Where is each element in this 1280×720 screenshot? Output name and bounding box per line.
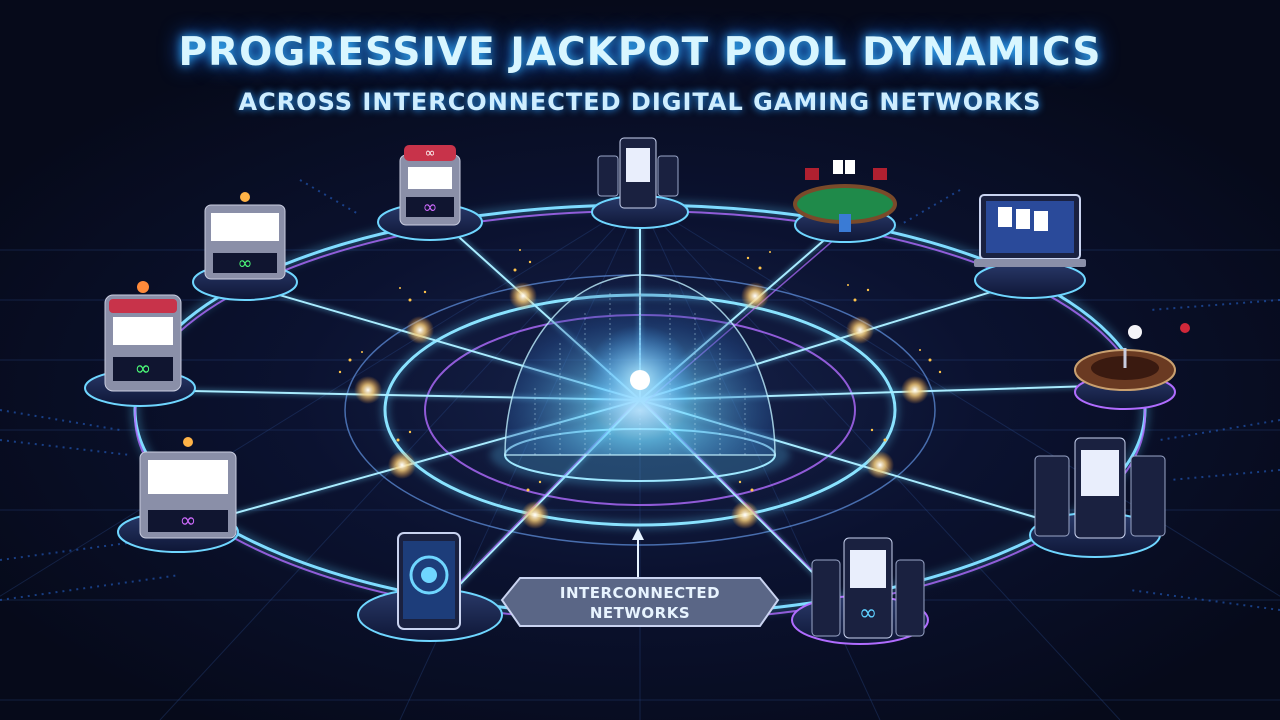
roulette-wheel-icon — [1074, 323, 1190, 391]
svg-text:∞: ∞ — [859, 601, 877, 626]
mobile-cards-icon: ∞ — [811, 537, 925, 639]
slot-machine-icon: ∞ — [139, 437, 237, 539]
page-title: PROGRESSIVE JACKPOT POOL DYNAMICS — [178, 30, 1102, 75]
interconnected-networks-callout — [500, 528, 780, 627]
mobile-cards-icon — [597, 137, 679, 209]
slot-machine-icon: ∞ — [104, 281, 182, 392]
glowing-data-dome-icon — [490, 274, 790, 487]
svg-text:∞: ∞ — [425, 146, 436, 161]
slot-machine-icon: ∞ ∞ — [399, 145, 461, 226]
svg-text:∞: ∞ — [238, 253, 253, 274]
page-subtitle: ACROSS INTERCONNECTED DIGITAL GAMING NET… — [238, 88, 1042, 116]
sparkles — [338, 249, 942, 492]
poker-table-icon — [793, 160, 897, 232]
mobile-cards-icon — [1034, 437, 1166, 539]
svg-text:∞: ∞ — [180, 508, 197, 532]
svg-text:∞: ∞ — [423, 197, 438, 218]
laptop-cards-icon — [974, 194, 1086, 267]
tablet-app-icon — [397, 532, 461, 630]
callout-label-line1: INTERCONNECTED — [559, 584, 721, 602]
junction-nodes — [354, 282, 929, 529]
callout-label-line2: NETWORKS — [589, 604, 691, 622]
data-streams — [0, 179, 1280, 611]
slot-machine-icon: ∞ — [204, 192, 286, 280]
callout-label: INTERCONNECTED NETWORKS — [505, 583, 775, 623]
svg-text:∞: ∞ — [135, 356, 152, 380]
